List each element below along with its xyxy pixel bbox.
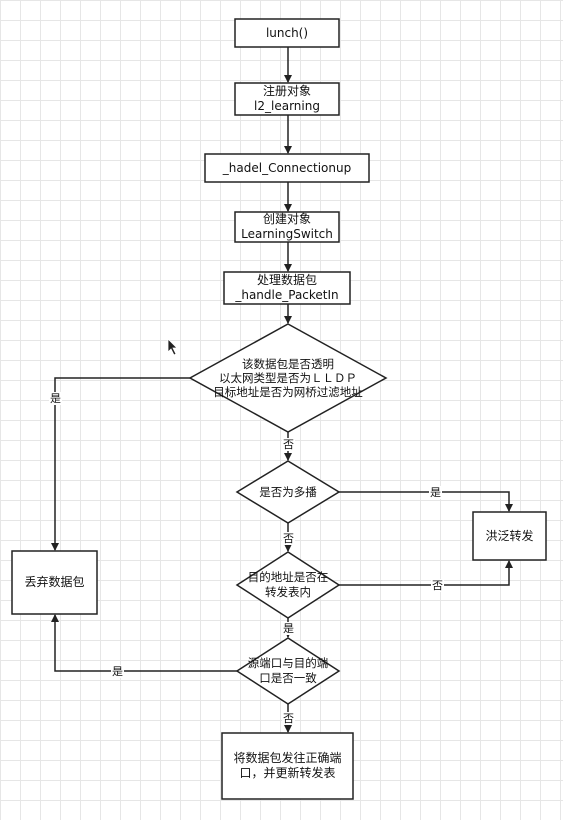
flood-label: 洪泛转发 [485,528,534,543]
edge-label-check-yes: 是 [49,392,62,405]
forward-label: 将数据包发往正确端 口，并更新转发表 [233,751,342,780]
edge-label-port-no: 否 [282,712,295,725]
drop-label: 丢弃数据包 [24,575,85,589]
forward-box [221,732,354,800]
handle-packet-box [223,271,351,305]
in-table-label: 目的地址是否在 转发表内 [247,570,329,599]
mouse-cursor-icon [167,338,178,356]
connection-up-label: _hadel_Connectionup [222,160,352,175]
flood-box [472,511,547,561]
edge-label-multicast-yes: 是 [429,486,442,499]
launch-label: lunch() [265,25,309,40]
launch-box [234,18,340,48]
same-port-label: 源端口与目的端 口是否一致 [247,656,329,685]
edge-check-yes-drop [51,377,190,551]
edge-port-yes-drop [51,614,237,672]
register-label: 注册对象 l2_learning [254,84,320,113]
edge-label-check-no: 否 [282,438,295,451]
create-switch-box [234,211,340,243]
register-box [234,82,340,116]
edge-label-table-no: 否 [431,579,444,592]
edge-table-no-flood [339,560,513,586]
connection-up-box [204,153,370,183]
edge-multicast-yes-flood [339,491,513,512]
create-switch-label: 创建对象 LearningSwitch [241,212,333,241]
handle-packet-label: 处理数据包 _handle_PacketIn [235,273,339,302]
is-multicast-label: 是否为多播 [259,484,317,499]
drop-box [11,550,98,615]
edge-label-multicast-no: 否 [282,532,295,545]
edge-label-port-yes: 是 [111,665,124,678]
check-ethertype-label: 该数据包是否透明 以太网类型是否为ＬＬＤＰ 目标地址是否为网桥过滤地址 [213,357,363,399]
edge-label-table-yes: 是 [282,622,295,635]
